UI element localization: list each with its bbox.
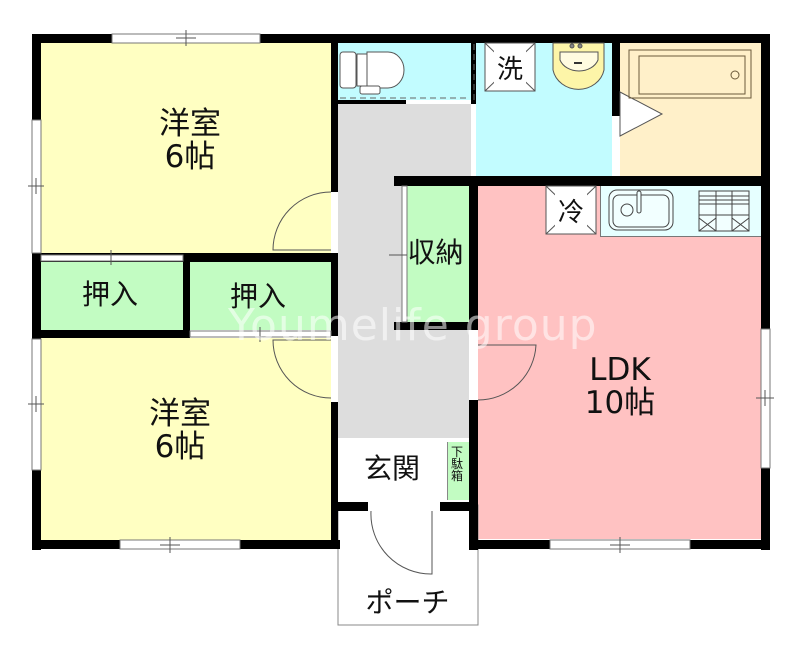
- ldk: [478, 186, 761, 539]
- closet-left-label: 押入: [81, 278, 138, 311]
- fridge-icon: 冷: [555, 193, 587, 228]
- closet-right-label: 押入: [229, 280, 286, 313]
- western-room-lower-label: 洋室 6帖: [130, 398, 230, 463]
- western-room-upper-label: 洋室 6帖: [140, 108, 240, 173]
- entrance-label: 玄関: [363, 452, 420, 485]
- room-name: 洋室: [149, 396, 211, 432]
- shoe-box: [447, 442, 470, 500]
- room-size: 6帖: [154, 428, 206, 465]
- room-name: LDK: [589, 352, 651, 388]
- porch-label: ポーチ: [365, 586, 450, 619]
- storage: [402, 186, 469, 322]
- ldk-label: LDK 10帖: [560, 354, 680, 419]
- closet-left: [40, 262, 183, 330]
- washer-icon: 洗: [494, 50, 526, 85]
- storage-label: 収納: [407, 236, 464, 269]
- closet-right: [190, 262, 331, 330]
- shoe-box-label: 下駄箱: [450, 445, 463, 483]
- room-name: 洋室: [159, 106, 221, 142]
- room-size: 6帖: [164, 138, 216, 175]
- room-size: 10帖: [584, 384, 656, 421]
